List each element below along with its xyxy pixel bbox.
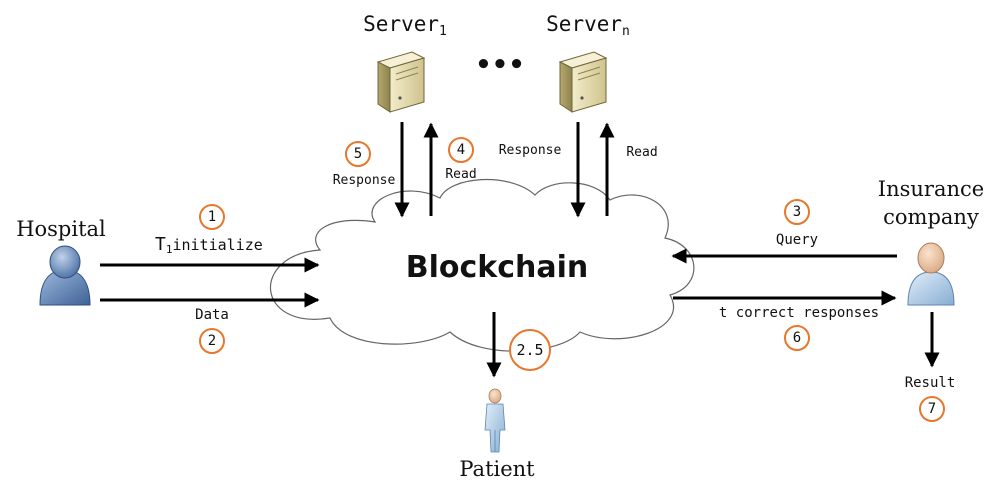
step-4-number: 4	[457, 142, 465, 158]
step-1-number: 1	[208, 209, 216, 225]
step-7-circle	[919, 396, 945, 422]
step-3-number: 3	[793, 204, 801, 220]
step-5-number: 5	[354, 146, 362, 162]
read-n-label: Read	[626, 145, 657, 160]
insurance-label-line1: Insurance	[878, 177, 984, 201]
server-1-label: Server1	[363, 12, 447, 39]
response-1-label: Response	[333, 173, 396, 188]
initialize-word: initialize	[172, 236, 262, 254]
servers-ellipsis: •••	[475, 50, 525, 80]
step-2-5-number: 2.5	[516, 341, 543, 359]
server-n-label: Servern	[546, 12, 630, 39]
initialize-subscript: 1	[166, 243, 173, 256]
patient-label: Patient	[459, 457, 535, 481]
server-n-subscript: n	[622, 24, 630, 39]
patient-person-icon	[484, 388, 506, 453]
step-5-circle	[345, 141, 371, 167]
blockchain-label: Blockchain	[406, 250, 589, 285]
insurance-person-icon	[907, 242, 955, 306]
step-6-circle	[784, 325, 810, 351]
step-2-circle	[199, 328, 225, 354]
step-2-5-circle	[509, 329, 551, 371]
correct-responses-label: t correct responses	[719, 305, 879, 321]
step-3-circle	[784, 199, 810, 225]
step-4-circle	[448, 137, 474, 163]
result-label: Result	[905, 375, 956, 391]
initialize-prefix: T	[155, 234, 166, 255]
hospital-label: Hospital	[16, 217, 106, 241]
data-label: Data	[195, 307, 229, 323]
response-n-label: Response	[499, 143, 562, 158]
step-1-circle	[199, 204, 225, 230]
step-7-number: 7	[928, 401, 936, 417]
server-n-name: Server	[546, 12, 622, 36]
server-1-icon	[376, 51, 426, 113]
hospital-person-icon	[39, 245, 91, 306]
query-label: Query	[776, 232, 818, 248]
initialize-label: T1initialize	[155, 234, 263, 256]
server-1-name: Server	[363, 12, 439, 36]
step-2-number: 2	[208, 333, 216, 349]
server-1-subscript: 1	[439, 24, 447, 39]
server-n-icon	[558, 51, 608, 113]
read-1-label: Read	[445, 167, 476, 182]
insurance-label-line2: company	[883, 205, 979, 229]
step-6-number: 6	[793, 330, 801, 346]
